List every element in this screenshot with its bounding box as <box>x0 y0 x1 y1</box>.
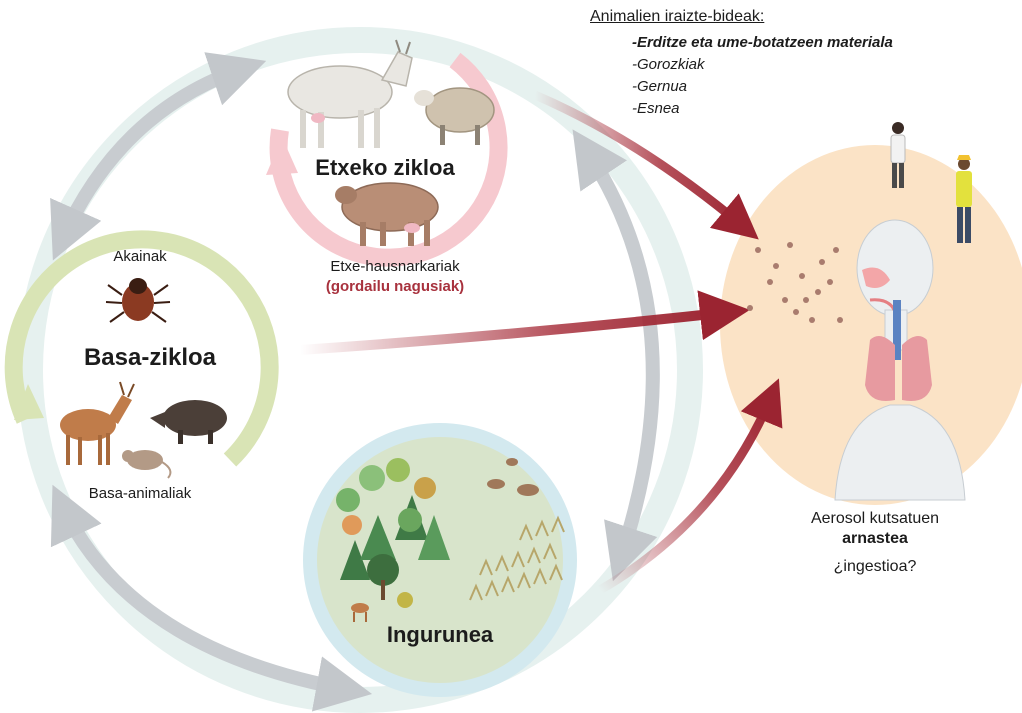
legend-item-birth-material: -Erditze eta ume-botatzeen materiala <box>632 34 893 51</box>
legend-item-feces: -Gorozkiak <box>632 56 705 73</box>
wild-cycle-animals-label: Basa-animaliak <box>89 485 192 502</box>
wild-cycle-title: Basa-zikloa <box>84 344 216 372</box>
red-arrow-wild <box>300 312 730 350</box>
domestic-cycle-title: Etxeko zikloa <box>315 155 454 181</box>
human-exposure-line2: arnastea <box>842 530 908 548</box>
mouse-icon <box>122 450 170 478</box>
legend-title: Animalien iraizte-bideak: <box>590 8 764 26</box>
domestic-cycle-subtitle: Etxe-hausnarkariak <box>330 258 459 275</box>
grey-arrow-top <box>62 68 245 240</box>
legend-item-milk: -Esnea <box>632 100 680 117</box>
deer-icon <box>60 382 134 465</box>
tick-icon <box>106 278 170 322</box>
domestic-cycle-highlight: (gordailu nagusiak) <box>326 278 464 295</box>
cow-icon <box>335 183 438 246</box>
environment-title: Ingurunea <box>387 622 493 648</box>
boar-icon <box>150 400 227 444</box>
wild-cycle-ticks-label: Akainak <box>113 248 166 265</box>
human-exposure-line3: ¿ingestioa? <box>834 558 917 576</box>
legend-item-urine: -Gernua <box>632 78 687 95</box>
human-exposure-line1: Aerosol kutsatuen <box>811 510 939 528</box>
sheep-icon <box>414 88 494 145</box>
